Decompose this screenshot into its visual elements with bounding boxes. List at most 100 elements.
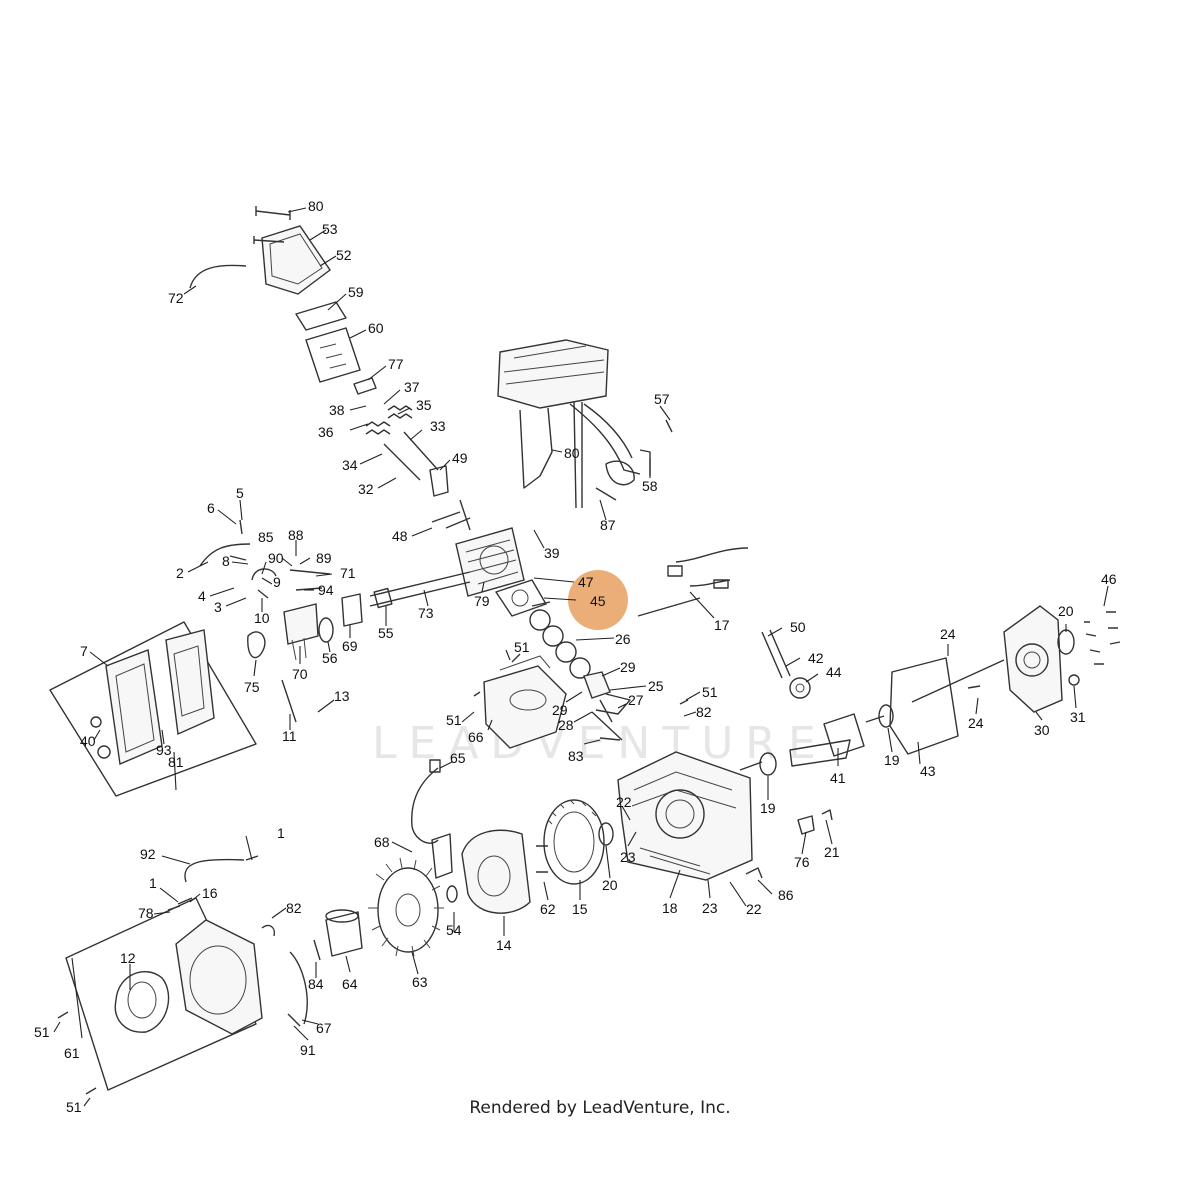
callout-91[interactable]: 91 <box>300 1042 316 1058</box>
callout-22[interactable]: 22 <box>746 901 762 917</box>
callout-65[interactable]: 65 <box>450 750 466 766</box>
callout-51[interactable]: 51 <box>702 684 718 700</box>
callout-36[interactable]: 36 <box>318 424 334 440</box>
callout-57[interactable]: 57 <box>654 391 670 407</box>
callout-72[interactable]: 72 <box>168 290 184 306</box>
callout-20[interactable]: 20 <box>1058 603 1074 619</box>
callout-26[interactable]: 26 <box>615 631 631 647</box>
callout-70[interactable]: 70 <box>292 666 308 682</box>
callout-51[interactable]: 51 <box>66 1099 82 1115</box>
callout-78[interactable]: 78 <box>138 905 154 921</box>
callout-19[interactable]: 19 <box>760 800 776 816</box>
callout-88[interactable]: 88 <box>288 527 304 543</box>
callout-39[interactable]: 39 <box>544 545 560 561</box>
callout-94[interactable]: 94 <box>318 582 334 598</box>
callout-2[interactable]: 2 <box>176 565 184 581</box>
callout-23[interactable]: 23 <box>620 849 636 865</box>
callout-73[interactable]: 73 <box>418 605 434 621</box>
callout-8[interactable]: 8 <box>222 553 230 569</box>
callout-89[interactable]: 89 <box>316 550 332 566</box>
callout-44[interactable]: 44 <box>826 664 842 680</box>
callout-23[interactable]: 23 <box>702 900 718 916</box>
callout-58[interactable]: 58 <box>642 478 658 494</box>
callout-85[interactable]: 85 <box>258 529 274 545</box>
callout-27[interactable]: 27 <box>628 692 644 708</box>
callout-77[interactable]: 77 <box>388 356 404 372</box>
callout-48[interactable]: 48 <box>392 528 408 544</box>
callout-29[interactable]: 29 <box>552 702 568 718</box>
callout-55[interactable]: 55 <box>378 625 394 641</box>
callout-35[interactable]: 35 <box>416 397 432 413</box>
callout-1[interactable]: 1 <box>277 825 285 841</box>
callout-25[interactable]: 25 <box>648 678 664 694</box>
callout-33[interactable]: 33 <box>430 418 446 434</box>
callout-41[interactable]: 41 <box>830 770 846 786</box>
callout-5[interactable]: 5 <box>236 485 244 501</box>
callout-10[interactable]: 10 <box>254 610 270 626</box>
callout-19[interactable]: 19 <box>884 752 900 768</box>
callout-51[interactable]: 51 <box>446 712 462 728</box>
callout-4[interactable]: 4 <box>198 588 206 604</box>
callout-16[interactable]: 16 <box>202 885 218 901</box>
callout-34[interactable]: 34 <box>342 457 358 473</box>
callout-3[interactable]: 3 <box>214 599 222 615</box>
callout-7[interactable]: 7 <box>80 643 88 659</box>
callout-92[interactable]: 92 <box>140 846 156 862</box>
callout-82[interactable]: 82 <box>696 704 712 720</box>
callout-18[interactable]: 18 <box>662 900 678 916</box>
callout-80[interactable]: 80 <box>308 198 324 214</box>
callout-21[interactable]: 21 <box>824 844 840 860</box>
callout-22[interactable]: 22 <box>616 794 632 810</box>
callout-20[interactable]: 20 <box>602 877 618 893</box>
callout-90[interactable]: 90 <box>268 550 284 566</box>
callout-17[interactable]: 17 <box>714 617 730 633</box>
callout-6[interactable]: 6 <box>207 500 215 516</box>
callout-43[interactable]: 43 <box>920 763 936 779</box>
callout-30[interactable]: 30 <box>1034 722 1050 738</box>
callout-86[interactable]: 86 <box>778 887 794 903</box>
callout-15[interactable]: 15 <box>572 901 588 917</box>
callout-46[interactable]: 46 <box>1101 571 1117 587</box>
callout-42[interactable]: 42 <box>808 650 824 666</box>
callout-69[interactable]: 69 <box>342 638 358 654</box>
callout-51[interactable]: 51 <box>514 639 530 655</box>
callout-83[interactable]: 83 <box>568 748 584 764</box>
callout-60[interactable]: 60 <box>368 320 384 336</box>
callout-45[interactable]: 45 <box>590 593 606 609</box>
callout-52[interactable]: 52 <box>336 247 352 263</box>
callout-14[interactable]: 14 <box>496 937 512 953</box>
callout-31[interactable]: 31 <box>1070 709 1086 725</box>
callout-75[interactable]: 75 <box>244 679 260 695</box>
callout-84[interactable]: 84 <box>308 976 324 992</box>
callout-62[interactable]: 62 <box>540 901 556 917</box>
callout-87[interactable]: 87 <box>600 517 616 533</box>
callout-64[interactable]: 64 <box>342 976 358 992</box>
callout-50[interactable]: 50 <box>790 619 806 635</box>
callout-93[interactable]: 93 <box>156 742 172 758</box>
callout-79[interactable]: 79 <box>474 593 490 609</box>
callout-61[interactable]: 61 <box>64 1045 80 1061</box>
callout-53[interactable]: 53 <box>322 221 338 237</box>
callout-29[interactable]: 29 <box>620 659 636 675</box>
callout-12[interactable]: 12 <box>120 950 136 966</box>
callout-49[interactable]: 49 <box>452 450 468 466</box>
callout-9[interactable]: 9 <box>273 574 281 590</box>
callout-38[interactable]: 38 <box>329 402 345 418</box>
callout-82[interactable]: 82 <box>286 900 302 916</box>
callout-32[interactable]: 32 <box>358 481 374 497</box>
callout-54[interactable]: 54 <box>446 922 462 938</box>
callout-51[interactable]: 51 <box>34 1024 50 1040</box>
callout-59[interactable]: 59 <box>348 284 364 300</box>
callout-81[interactable]: 81 <box>168 754 184 770</box>
callout-56[interactable]: 56 <box>322 650 338 666</box>
callout-47[interactable]: 47 <box>578 574 594 590</box>
callout-40[interactable]: 40 <box>80 733 96 749</box>
callout-37[interactable]: 37 <box>404 379 420 395</box>
callout-24[interactable]: 24 <box>940 626 956 642</box>
callout-13[interactable]: 13 <box>334 688 350 704</box>
callout-66[interactable]: 66 <box>468 729 484 745</box>
callout-76[interactable]: 76 <box>794 854 810 870</box>
callout-28[interactable]: 28 <box>558 717 574 733</box>
callout-11[interactable]: 11 <box>282 728 297 744</box>
callout-63[interactable]: 63 <box>412 974 428 990</box>
